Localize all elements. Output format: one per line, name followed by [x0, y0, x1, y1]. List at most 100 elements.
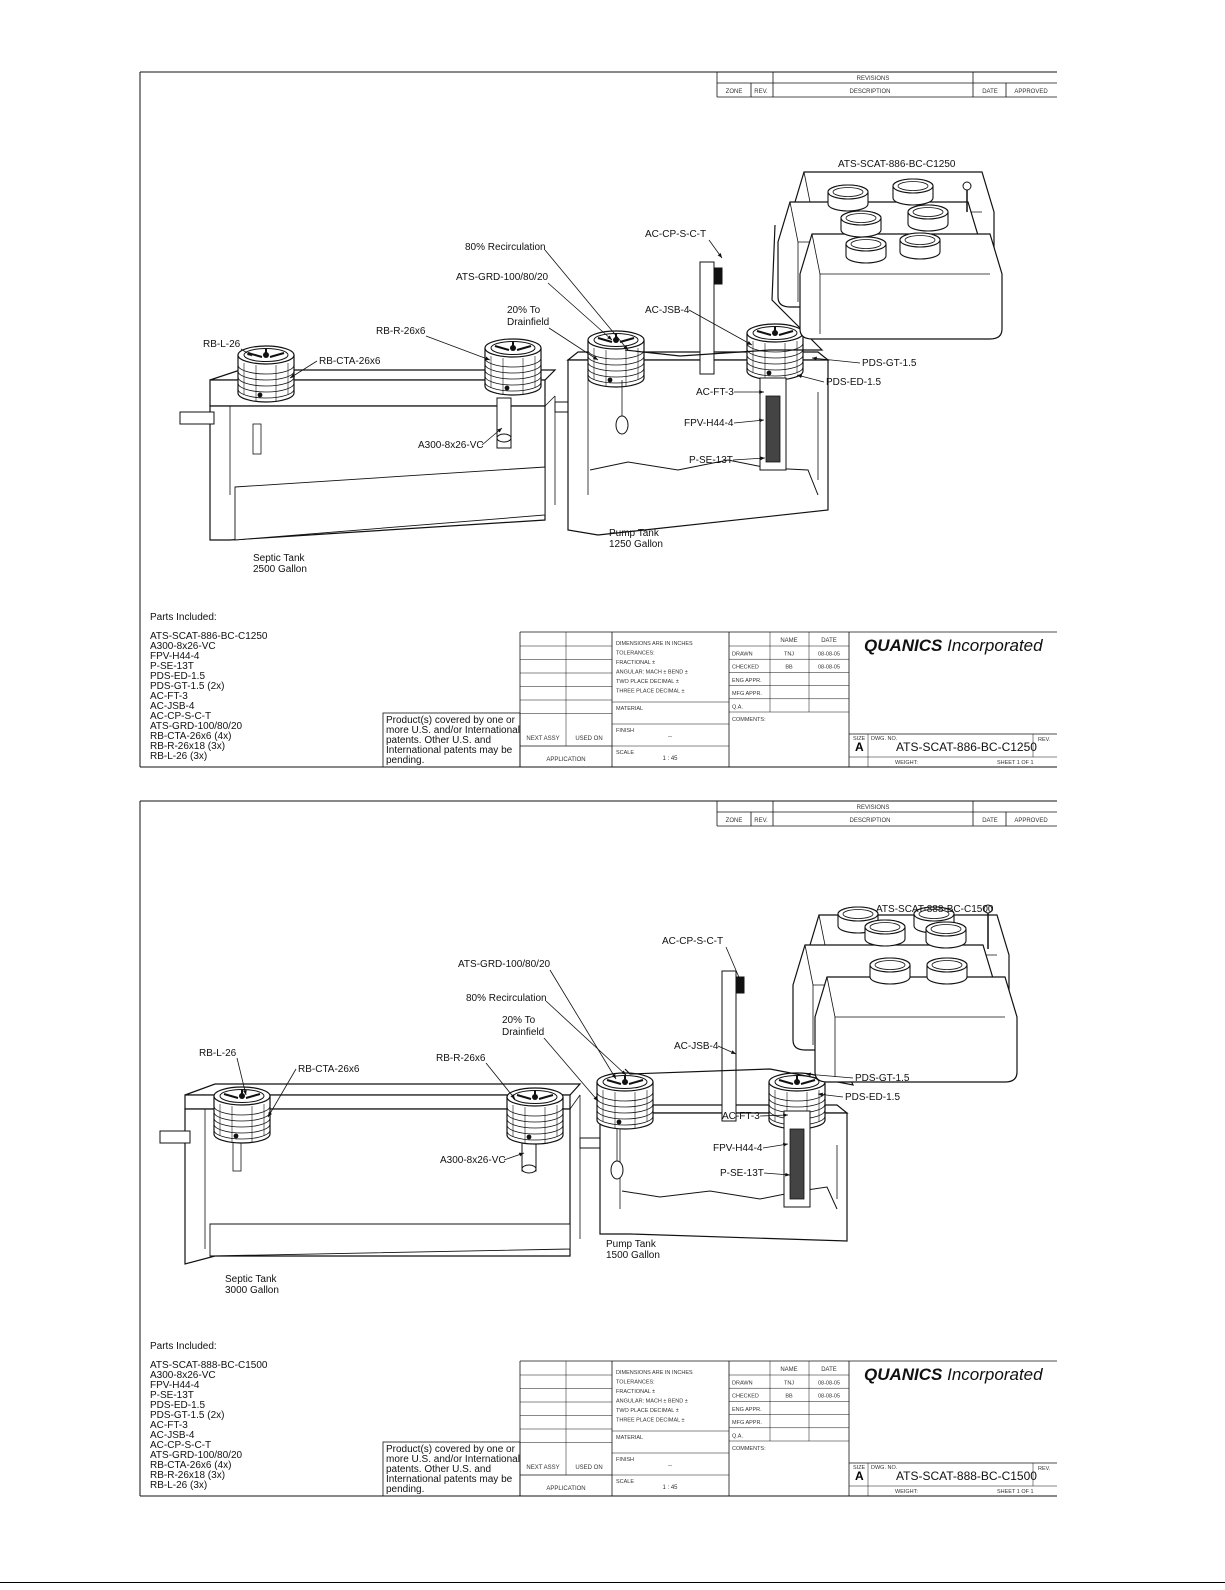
tolerance-line: FRACTIONAL ±	[616, 1389, 655, 1395]
revisions-header-date: DATE	[982, 89, 998, 95]
callout-recirculation: 80% Recirculation	[466, 993, 547, 1004]
revisions-header-date: DATE	[982, 818, 998, 824]
callout-ac-ft-3: AC-FT-3	[722, 1111, 760, 1122]
inlet-pipe	[179, 411, 215, 425]
signoff-label: ENG APPR.	[732, 678, 762, 684]
patent-notice-line: pending.	[386, 755, 424, 766]
callout-pds-gt-1-5: PDS-GT-1.5	[855, 1073, 910, 1084]
size-value: A	[855, 1469, 864, 1483]
patent-notice-line: International patents may be	[386, 745, 513, 756]
signoff-date: 08-08-05	[818, 1394, 840, 1400]
tolerance-line: DIMENSIONS ARE IN INCHES	[616, 1370, 693, 1376]
leader-fpv	[762, 1142, 789, 1149]
dwg-no-label: DWG. NO.	[871, 736, 898, 742]
pump-tank	[566, 323, 830, 536]
septic-tank-floor	[209, 1223, 571, 1257]
parts-list-item: RB-R-26x18 (3x)	[150, 741, 225, 752]
revisions-header-rev: REV.	[754, 818, 768, 824]
callout-model: ATS-SCAT-886-BC-C1250	[838, 159, 956, 170]
septic-baffle-pipe	[252, 423, 262, 455]
date-header: DATE	[821, 638, 837, 644]
clusterhead-riser-4	[907, 204, 949, 232]
ats-scat-clusterhead	[777, 171, 1003, 340]
size-value: A	[855, 740, 864, 754]
label-septic-tank-capacity: 2500 Gallon	[253, 564, 307, 575]
tolerance-line: DIMENSIONS ARE IN INCHES	[616, 641, 693, 647]
patent-notice-line: pending.	[386, 1484, 424, 1495]
septic-tank	[179, 338, 578, 541]
name-header: NAME	[780, 1367, 797, 1373]
septic-tank-edge	[569, 1094, 581, 1110]
rev-label: REV.	[1038, 1466, 1051, 1472]
revisions-header-description: DESCRIPTION	[849, 89, 890, 95]
parts-list-item: FPV-H44-4	[150, 651, 200, 662]
parts-list-title: Parts Included:	[150, 612, 217, 623]
control-panel	[721, 970, 745, 1122]
riser-ats-grd	[596, 1072, 654, 1130]
revisions-header-approved: APPROVED	[1014, 89, 1048, 95]
leader-a300	[481, 427, 503, 446]
leader-a300	[503, 1152, 525, 1161]
used-on-label: USED ON	[575, 736, 602, 742]
septic-tank	[159, 1083, 611, 1265]
clusterhead-riser-6	[899, 232, 941, 260]
callout-p-se-13t: P-SE-13T	[689, 455, 733, 466]
size-label: SIZE	[853, 1465, 866, 1471]
callout-rb-cta-26x6: RB-CTA-26x6	[319, 356, 381, 367]
parts-list: Parts Included:ATS-SCAT-888-BC-C1500A300…	[150, 1341, 268, 1491]
tolerance-line: TWO PLACE DECIMAL ±	[616, 679, 679, 685]
leader-recirculation	[544, 249, 629, 351]
finish-label: FINISH	[616, 1457, 634, 1463]
signoff-label: CHECKED	[732, 1394, 759, 1400]
label-septic-tank: Septic Tank	[225, 1274, 278, 1285]
tolerance-line: THREE PLACE DECIMAL ±	[616, 689, 685, 695]
clusterhead-riser-1	[827, 184, 869, 212]
finish-value: --	[668, 1463, 672, 1469]
callout-ats-grd: ATS-GRD-100/80/20	[458, 959, 551, 970]
finish-label: FINISH	[616, 728, 634, 734]
company-name-rest: Incorporated	[942, 1365, 1043, 1384]
parts-list-item: ATS-SCAT-888-BC-C1500	[150, 1360, 268, 1371]
leader-jsb	[717, 1045, 737, 1055]
callout-fpv-h44-4: FPV-H44-4	[713, 1143, 763, 1154]
leader-ac-ft	[759, 1113, 789, 1118]
signoff-label: ENG APPR.	[732, 1407, 762, 1413]
next-assy-label: NEXT ASSY	[526, 736, 559, 742]
callout-rb-l-26: RB-L-26	[199, 1048, 237, 1059]
callout-drainfield-line1: 20% To	[502, 1015, 536, 1026]
clusterhead-riser-2	[892, 178, 934, 206]
scale-value: 1 : 45	[662, 1485, 678, 1491]
parts-list-item: PDS-GT-1.5 (2x)	[150, 1410, 224, 1421]
clusterhead-riser-3	[864, 919, 906, 947]
riser-rb-r-26x6	[484, 338, 542, 396]
pump-unit	[765, 395, 781, 463]
callout-pds-ed-1-5: PDS-ED-1.5	[845, 1092, 900, 1103]
parts-list-item: RB-L-26 (3x)	[150, 1480, 207, 1491]
callout-pds-ed-1-5: PDS-ED-1.5	[826, 377, 881, 388]
callout-drainfield-line2: Drainfield	[507, 317, 549, 328]
clusterhead-riser-4	[925, 921, 967, 949]
parts-list-item: AC-JSB-4	[150, 701, 195, 712]
parts-list-item: ATS-GRD-100/80/20	[150, 721, 243, 732]
clusterhead-riser-5	[845, 236, 887, 264]
leader-rb-l	[240, 348, 253, 357]
patent-notice-line: International patents may be	[386, 1474, 513, 1485]
callout-a300-8x26-vc: A300-8x26-VC	[418, 440, 484, 451]
application-label: APPLICATION	[546, 757, 585, 763]
control-panel-post	[699, 261, 715, 375]
revisions-title: REVISIONS	[857, 76, 890, 82]
revisions-header-zone: ZONE	[726, 818, 743, 824]
tolerance-line: ANGULAR: MACH ± BEND ±	[616, 670, 688, 676]
parts-list-item: AC-CP-S-C-T	[150, 711, 211, 722]
label-pump-tank-capacity: 1500 Gallon	[606, 1250, 660, 1261]
company-name-rest: Incorporated	[942, 636, 1043, 655]
application-label: APPLICATION	[546, 1486, 585, 1492]
parts-list-item: RB-R-26x18 (3x)	[150, 1470, 225, 1481]
signoff-date: 08-08-05	[818, 1381, 840, 1387]
parts-list-item: P-SE-13T	[150, 1390, 194, 1401]
control-panel-post	[721, 970, 737, 1122]
signoff-date: 08-08-05	[818, 652, 840, 658]
